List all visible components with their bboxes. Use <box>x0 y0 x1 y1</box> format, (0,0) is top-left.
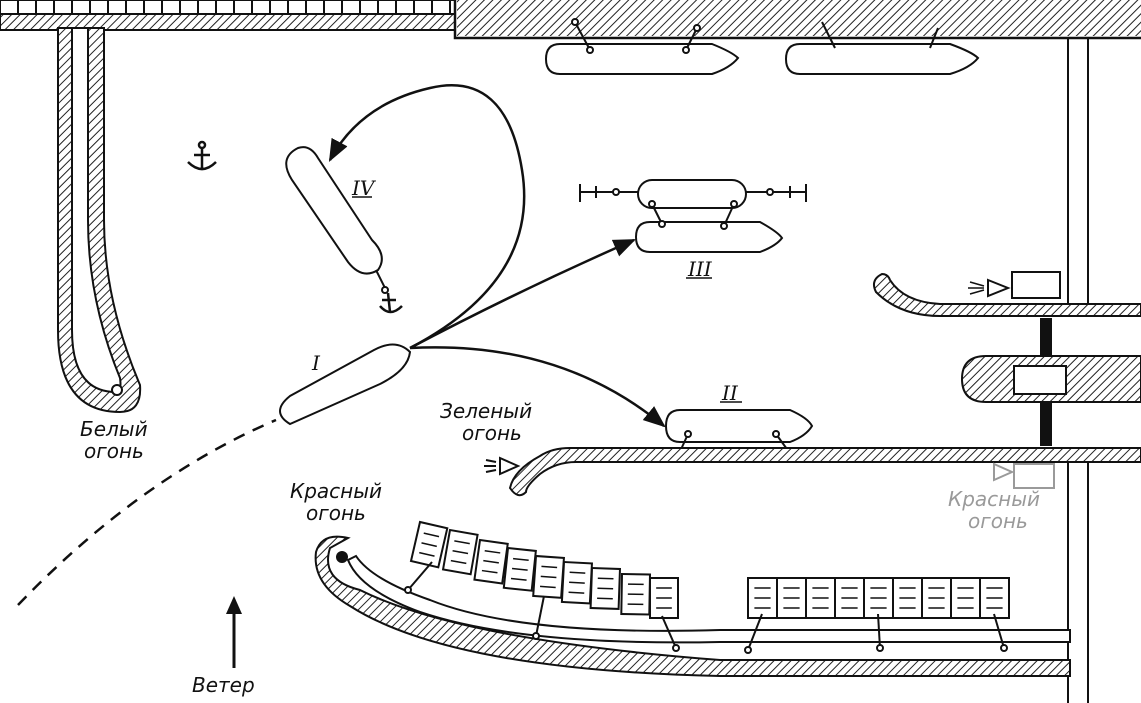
barge-row-curved <box>404 520 680 652</box>
red-light-marker <box>336 551 348 563</box>
green-light-label-2: огонь <box>462 421 522 445</box>
barge <box>473 538 509 585</box>
barge <box>776 577 807 619</box>
green-light-marker <box>484 456 521 476</box>
green-light-label-1: Зеленый <box>440 399 532 423</box>
barge <box>441 528 479 576</box>
arrow-to-iv <box>328 84 526 350</box>
anchor-icon <box>187 140 217 171</box>
arrow-to-ii <box>409 346 666 428</box>
vessel-iv <box>285 146 403 314</box>
white-light-marker <box>111 384 123 396</box>
barge-row-straight <box>744 577 1010 654</box>
barge <box>620 572 652 616</box>
barge <box>979 577 1010 619</box>
arrow-to-iii <box>409 238 637 350</box>
right-pier-upper <box>873 271 1141 317</box>
anchor-icon <box>379 292 403 314</box>
vessel-i-label: I <box>311 351 321 375</box>
barge <box>805 577 836 619</box>
maneuver-arrows <box>328 84 666 428</box>
barge <box>950 577 981 619</box>
red-light-label-1: Красный <box>290 479 382 503</box>
vessel-i <box>279 343 412 426</box>
green-light-pier <box>484 447 1141 497</box>
white-light-label-2: огонь <box>84 439 144 463</box>
left-breakwater <box>57 27 142 414</box>
wind-arrow <box>226 596 242 668</box>
red-light-label-2: огонь <box>306 501 366 525</box>
top-quay <box>0 0 1141 40</box>
faded-red-light-label-1: Красный <box>948 487 1040 511</box>
barge <box>892 577 923 619</box>
top-moored-vessel-2 <box>784 21 980 75</box>
barge <box>747 577 778 619</box>
approach-track <box>17 418 277 606</box>
barge <box>560 560 594 605</box>
top-moored-vessel-1 <box>544 18 740 75</box>
barge <box>502 546 537 592</box>
barge <box>863 577 894 619</box>
wind-label: Ветер <box>192 673 255 697</box>
vessel-iii <box>579 179 807 253</box>
vessel-iii-label: III <box>687 257 713 281</box>
right-pier <box>1067 38 1089 703</box>
lock-gate <box>960 318 1141 446</box>
barge <box>589 566 622 610</box>
barge <box>532 554 565 599</box>
barge <box>409 520 449 569</box>
vessel-ii-label: II <box>721 381 739 405</box>
lower-breakwater <box>314 535 1071 677</box>
barge <box>834 577 865 619</box>
faded-red-light-marker <box>993 462 1055 489</box>
faded-red-light-label-2: огонь <box>968 509 1028 533</box>
barge <box>649 577 679 619</box>
barge <box>921 577 952 619</box>
vessel-iv-label: IV <box>351 176 377 200</box>
white-light-label-1: Белый <box>80 417 148 441</box>
